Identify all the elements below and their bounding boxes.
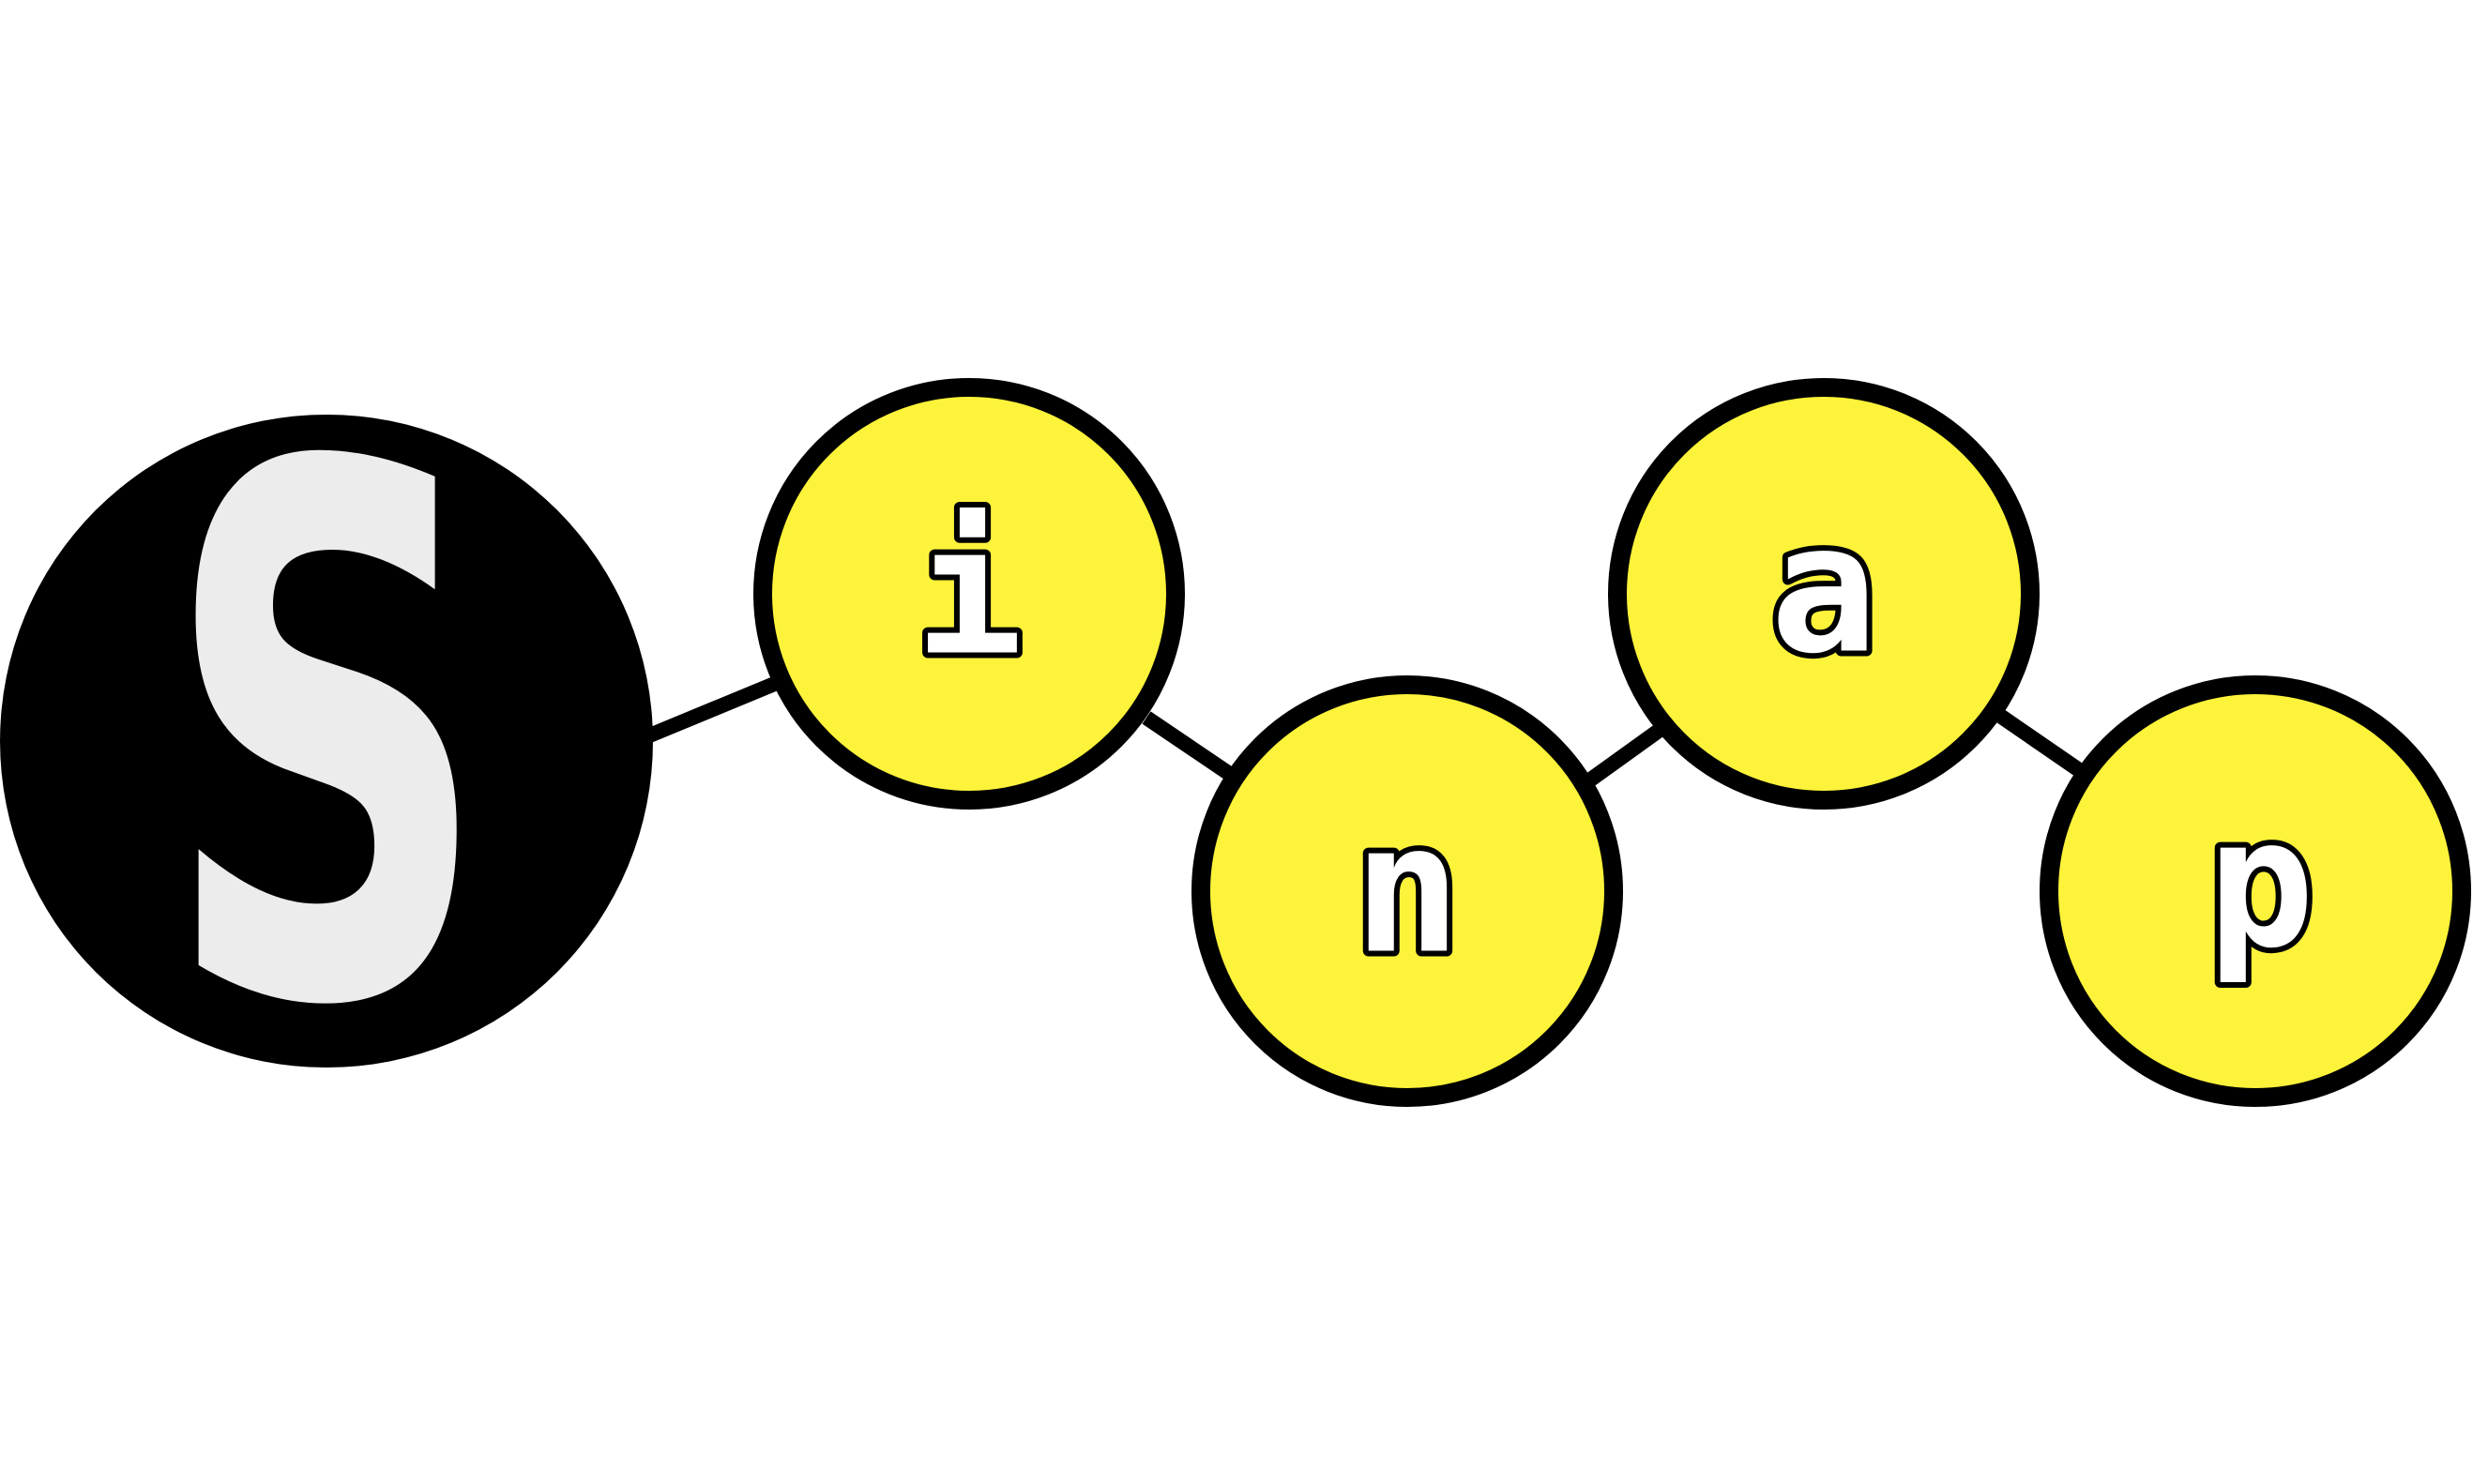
letter-a: a	[1770, 486, 1877, 693]
letter-p: p	[2207, 780, 2314, 988]
initial-circle	[0, 415, 653, 1068]
letter-circle-n	[1191, 675, 1623, 1107]
initial-glyph: S	[163, 315, 490, 1166]
letter-node-i: i	[753, 378, 1185, 810]
letter-circle-p	[2040, 675, 2471, 1107]
initial-node: S	[0, 315, 653, 1167]
letter-node-a: a	[1608, 378, 2040, 810]
letter-i: i	[916, 488, 1023, 695]
letter-n: n	[1354, 786, 1461, 993]
connector-a-p	[1995, 709, 2089, 780]
letter-node-n: n	[1191, 675, 1623, 1107]
letter-node-p: p	[2040, 675, 2471, 1107]
connector-s-i	[644, 671, 792, 744]
connector-lines	[644, 671, 2089, 790]
letter-circle-i	[753, 378, 1185, 810]
connector-n-a	[1581, 721, 1667, 790]
connector-i-n	[1142, 711, 1238, 783]
letter-circle-a	[1608, 378, 2040, 810]
